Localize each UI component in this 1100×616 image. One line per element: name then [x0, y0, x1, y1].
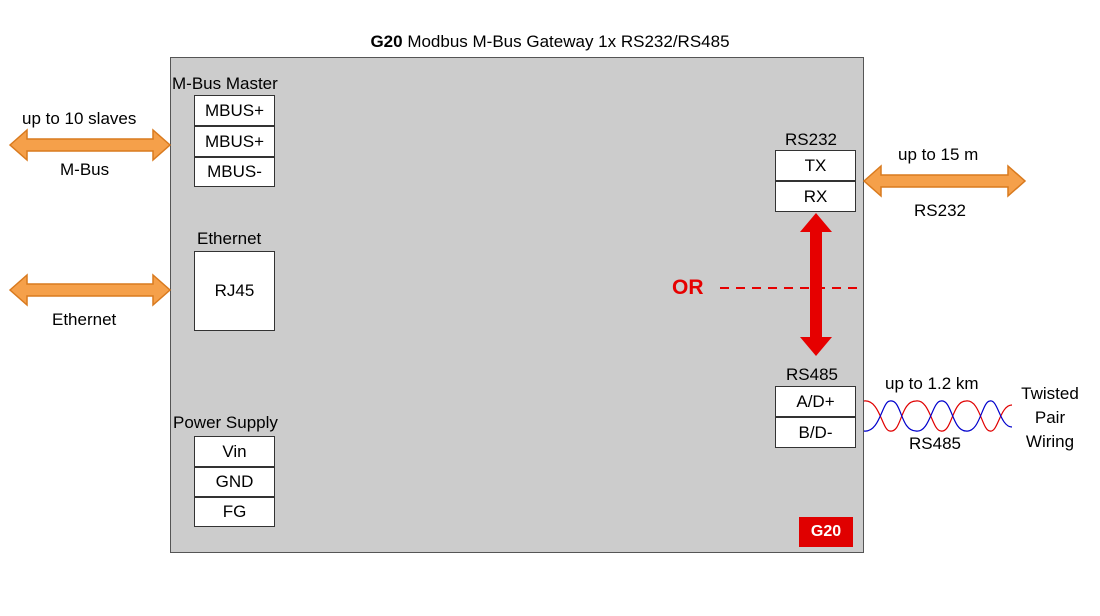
power-terminal-gnd: GND	[194, 467, 275, 497]
twisted-pair-wiring	[863, 400, 1013, 432]
rs485-cable-bottom-label: RS485	[909, 434, 961, 453]
mbus-terminal-3: MBUS-	[194, 157, 275, 187]
ethernet-double-arrow	[8, 273, 172, 307]
power-terminal-vin: Vin	[194, 436, 275, 467]
rs232-arrow-bottom-label: RS232	[914, 201, 966, 220]
rs485-cable-top-label: up to 1.2 km	[885, 374, 979, 393]
diagram-title: G20 Modbus M-Bus Gateway 1x RS232/RS485	[0, 32, 1100, 52]
g20-badge: G20	[799, 517, 853, 547]
mbus-terminal-1: MBUS+	[194, 95, 275, 126]
rs485-terminal-a: A/D+	[775, 386, 856, 417]
gateway-device-body	[170, 57, 864, 553]
rs232-header: RS232	[785, 130, 837, 149]
or-label: OR	[672, 276, 704, 299]
or-red-double-arrow	[800, 213, 832, 356]
title-text: Modbus M-Bus Gateway 1x RS232/RS485	[402, 32, 730, 51]
rs232-terminal-tx: TX	[775, 150, 856, 181]
rs485-header: RS485	[786, 365, 838, 384]
ethernet-header: Ethernet	[197, 229, 262, 248]
twisted-pair-label-3: Wiring	[1025, 432, 1075, 451]
rs485-terminal-b: B/D-	[775, 417, 856, 448]
twisted-pair-label-1: Twisted	[1021, 384, 1079, 403]
rj45-port: RJ45	[194, 251, 275, 331]
title-model: G20	[370, 32, 403, 51]
rs232-double-arrow	[862, 164, 1027, 198]
mbus-master-header: M-Bus Master	[172, 74, 278, 93]
mbus-arrow-bottom-label: M-Bus	[60, 160, 110, 179]
rs232-terminal-rx: RX	[775, 181, 856, 212]
twisted-pair-label-2: Pair	[1034, 408, 1066, 427]
power-terminal-fg: FG	[194, 497, 275, 527]
power-supply-header: Power Supply	[173, 413, 278, 432]
ethernet-arrow-bottom-label: Ethernet	[52, 310, 117, 329]
mbus-double-arrow	[8, 128, 172, 162]
rs232-arrow-top-label: up to 15 m	[898, 145, 979, 164]
mbus-arrow-top-label: up to 10 slaves	[22, 109, 137, 128]
mbus-terminal-2: MBUS+	[194, 126, 275, 157]
